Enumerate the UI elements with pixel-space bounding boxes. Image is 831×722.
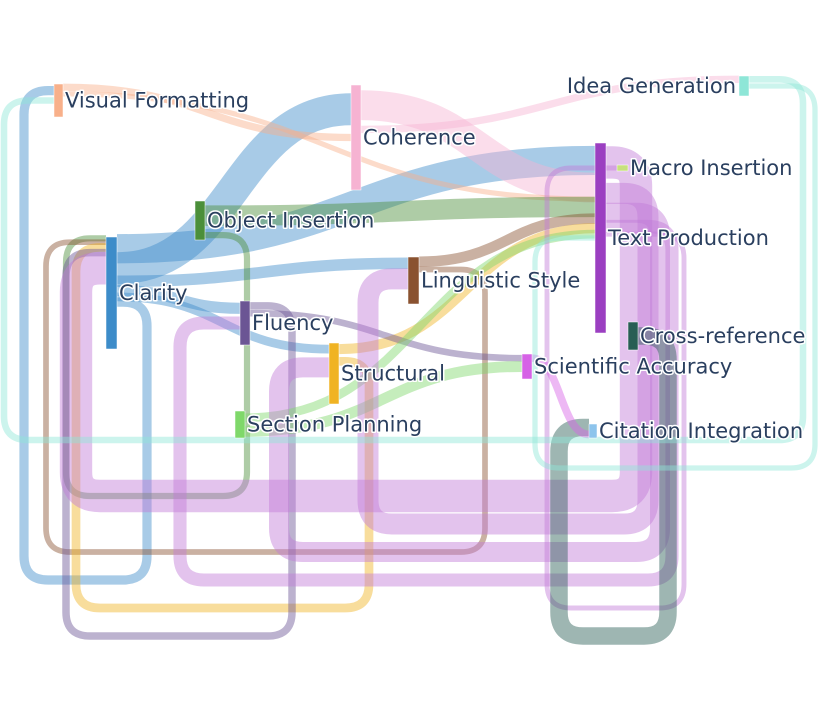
link-linguistic_style-to-text_production <box>418 213 596 267</box>
node-macro-insertion: Macro Insertion <box>616 155 794 182</box>
link-visual_formatting-to-text_production <box>62 91 596 202</box>
node-label: Text Production <box>607 226 769 250</box>
node-text-production: Text Production <box>594 142 770 334</box>
link-text_production-to-linguistic_style <box>357 182 659 535</box>
link-coherence-to-idea_generation <box>360 75 740 134</box>
node-cross-reference: Cross-reference <box>627 321 807 351</box>
link-section_planning-to-scientific_accuracy <box>244 361 523 437</box>
node-clarity: Clarity <box>105 236 189 350</box>
node-citation-integration: Citation Integration <box>588 418 805 445</box>
link-fluency-to-clarity <box>62 248 296 640</box>
node-scientific-accuracy: Scientific Accuracy <box>521 353 734 380</box>
node-bar <box>239 300 251 346</box>
sankey-links <box>0 75 818 645</box>
link-idea_generation-to-visual_formatting <box>0 76 807 444</box>
node-structural: Structural <box>328 342 446 405</box>
link-text_production-to-structural <box>269 202 670 562</box>
node-object-insertion: Object Insertion <box>194 200 376 241</box>
link-cross_reference-to-citation_integration <box>550 327 677 645</box>
node-bar <box>407 256 420 305</box>
node-label: Linguistic Style <box>421 269 580 293</box>
node-fluency: Fluency <box>239 300 335 346</box>
node-coherence: Coherence <box>350 84 477 191</box>
node-bar <box>627 321 639 351</box>
node-bar <box>350 84 362 191</box>
node-label: Cross-reference <box>640 324 805 348</box>
node-label: Visual Formatting <box>65 89 249 113</box>
link-scientific_accuracy-to-citation_integration <box>531 354 590 439</box>
node-label: Fluency <box>252 311 333 335</box>
node-bar <box>234 410 246 439</box>
node-bar <box>328 342 340 405</box>
link-coherence-to-text_production <box>360 90 596 203</box>
link-linguistic_style-to-clarity <box>43 239 488 555</box>
node-bar <box>738 75 750 97</box>
link-structural-to-clarity <box>71 243 374 613</box>
node-label: Clarity <box>119 281 188 305</box>
link-section_planning-to-text_production <box>244 229 596 423</box>
link-idea_generation-to-text_production <box>532 83 818 471</box>
node-label: Idea Generation <box>567 74 736 98</box>
link-structural-to-text_production <box>338 223 596 355</box>
node-idea-generation: Idea Generation <box>565 73 750 100</box>
link-clarity-to-linguistic_style <box>116 257 409 288</box>
link-text_production-to-macro_insertion <box>544 165 687 611</box>
link-fluency-to-scientific_accuracy <box>249 309 523 362</box>
node-section-planning: Section Planning <box>234 410 424 439</box>
node-label: Coherence <box>363 126 476 150</box>
node-bar <box>521 353 533 380</box>
node-bar <box>105 236 118 350</box>
link-object_insertion-to-clarity <box>62 232 251 500</box>
node-linguistic-style: Linguistic Style <box>407 256 582 305</box>
link-clarity-to-visual_formatting <box>19 86 152 585</box>
node-visual-formatting: Visual Formatting <box>53 83 251 118</box>
node-label: Object Insertion <box>207 209 374 233</box>
node-label: Scientific Accuracy <box>534 355 732 379</box>
link-visual_formatting-to-coherence <box>62 83 352 142</box>
node-label: Structural <box>341 362 445 386</box>
node-bar <box>616 164 629 172</box>
node-bar <box>53 83 64 118</box>
node-label: Section Planning <box>247 413 422 437</box>
node-bar <box>194 200 206 241</box>
node-label: Citation Integration <box>599 419 803 443</box>
node-label: Macro Insertion <box>630 156 792 180</box>
link-clarity-to-structural <box>116 292 330 354</box>
node-bar <box>588 423 598 439</box>
link-text_production-to-fluency <box>173 219 679 587</box>
link-clarity-to-coherence <box>116 93 352 285</box>
link-text_production-to-clarity <box>59 146 653 513</box>
link-clarity-to-fluency <box>116 284 241 314</box>
link-object_insertion-to-text_production <box>204 196 596 226</box>
link-clarity-to-text_production <box>116 145 596 264</box>
node-bar <box>594 142 607 334</box>
